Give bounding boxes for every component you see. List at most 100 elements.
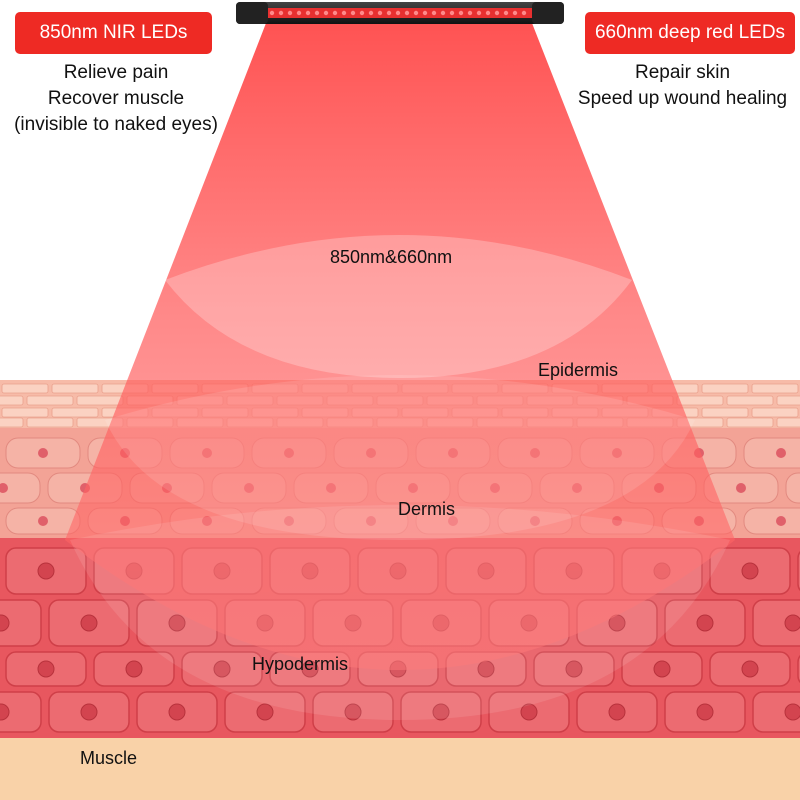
dermis-nucleus [776,516,786,526]
hypodermis-nucleus [696,703,714,721]
led-dot [431,10,437,16]
dermis-label: Dermis [398,499,455,519]
epidermis-brick [51,407,99,418]
hypodermis-cell [752,691,800,733]
led-dot [332,10,338,16]
dermis-nucleus [38,448,48,458]
epidermis-brick [26,395,74,406]
led-dot [476,10,482,16]
epidermis-brick [1,383,49,394]
hypodermis-arc [70,505,730,720]
epidermis-brick [0,417,24,428]
hypodermis-nucleus [565,660,583,678]
hypodermis-nucleus [301,660,319,678]
epidermis-brick [726,417,774,428]
led-dot [449,10,455,16]
dermis-cell [743,437,800,469]
led-dot [440,10,446,16]
hypodermis-cell [752,599,800,647]
dermis-cell [785,472,800,504]
hypodermis-nucleus [213,660,231,678]
hypodermis-nucleus [608,703,626,721]
dermis-cell [0,472,41,504]
epidermis-brick [1,407,49,418]
hypodermis-nucleus [696,614,714,632]
hypodermis-nucleus [784,614,800,632]
epidermis-brick [76,395,124,406]
epidermis-brick [0,395,24,406]
led-dot [422,10,428,16]
dermis-nucleus [736,483,746,493]
red-benefit-line: Repair skin [634,62,731,83]
beam-focus-arc [165,235,632,378]
red-benefit-line: Speed up wound healing [577,88,788,109]
hypodermis-nucleus [741,660,759,678]
dermis-nucleus [38,516,48,526]
epidermis-brick [776,417,800,428]
hypodermis-nucleus [80,614,98,632]
muscle-label: Muscle [80,748,138,768]
dermis-arc [105,375,695,540]
hypodermis-nucleus [256,703,274,721]
hypodermis-nucleus [741,562,759,580]
nir-led-badge: 850nm NIR LEDs [15,12,212,54]
epidermis-brick [751,383,799,394]
hypodermis-nucleus [520,703,538,721]
led-dot [287,10,293,16]
led-dot [305,10,311,16]
led-dot [413,10,419,16]
dermis-nucleus [776,448,786,458]
led-dot [323,10,329,16]
led-dot [521,10,527,16]
led-dot [359,10,365,16]
hypodermis-nucleus [784,703,800,721]
led-dot [368,10,374,16]
led-dot [494,10,500,16]
epidermis-brick [701,407,749,418]
hypodermis-nucleus [0,614,10,632]
led-dot [485,10,491,16]
led-dot [269,10,275,16]
dermis-cell [743,507,800,535]
nir-benefits: Relieve pain Recover muscle (invisible t… [0,60,232,138]
light-beam [65,18,735,670]
nir-benefit-line: Recover muscle [47,88,185,109]
hypodermis-nucleus [168,614,186,632]
hypodermis-nucleus [168,703,186,721]
red-led-badge: 660nm deep red LEDs [585,12,795,54]
led-dot [458,10,464,16]
hypodermis-nucleus [344,703,362,721]
epidermis-brick [701,383,749,394]
led-dot [395,10,401,16]
led-dot [278,10,284,16]
hypodermis-nucleus [125,660,143,678]
led-dots [269,10,527,16]
epidermis-brick [776,395,800,406]
hypodermis-nucleus [0,703,10,721]
hypodermis-nucleus [653,660,671,678]
nir-benefit-line: Relieve pain [63,62,169,83]
beam-label: 850nm&660nm [330,247,453,267]
dermis-nucleus [0,483,8,493]
led-dot [386,10,392,16]
epidermis-brick [676,395,724,406]
led-dot [314,10,320,16]
led-dot [467,10,473,16]
hypodermis-cell [0,691,42,733]
nir-benefit-line: (invisible to naked eyes) [14,114,218,135]
hypodermis-label: Hypodermis [252,654,349,674]
led-dot [512,10,518,16]
led-dot [503,10,509,16]
led-dot [341,10,347,16]
epidermis-brick [51,383,99,394]
led-dot [350,10,356,16]
led-dot [296,10,302,16]
epidermis-label: Epidermis [538,360,619,380]
hypodermis-nucleus [37,660,55,678]
epidermis-brick [751,407,799,418]
led-dot [404,10,410,16]
hypodermis-nucleus [37,562,55,580]
epidermis-brick [26,417,74,428]
